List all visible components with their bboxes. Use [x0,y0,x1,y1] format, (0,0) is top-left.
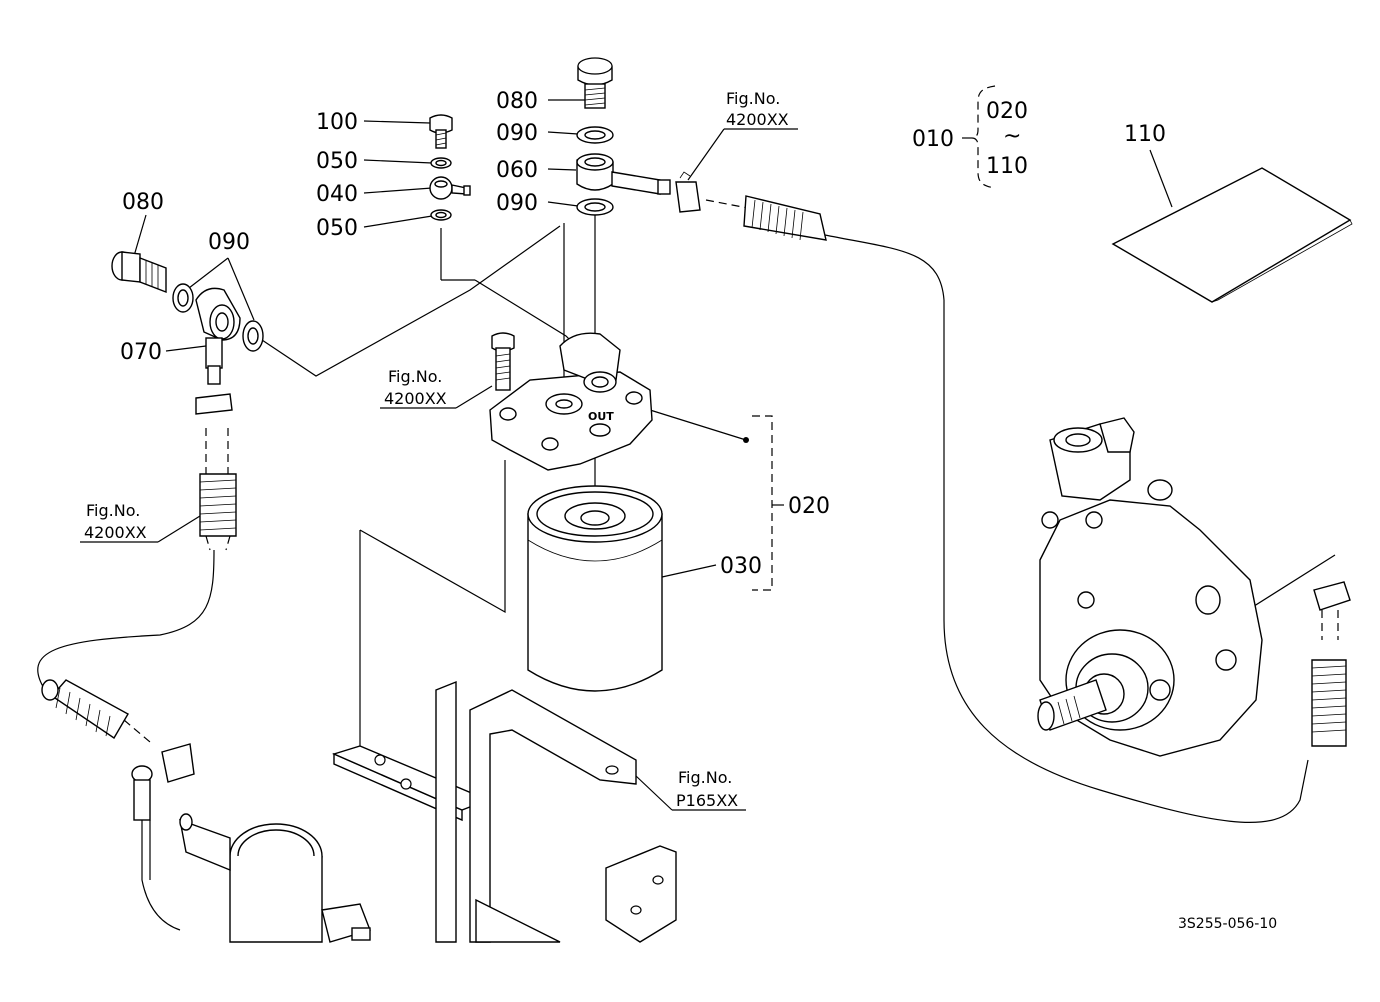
figure-reference-4: Fig.No. P165XX [635,768,746,811]
part-090-washer-left-b [242,320,264,352]
high-pressure-pump [1037,417,1263,757]
part-060-banjo-fitting [576,153,671,195]
part-110-document-sheet [1111,167,1353,303]
label-080-right: 080 [496,89,538,114]
assembly-bracket-020 [743,415,784,591]
part-080-banjo-bolt-right [577,57,613,109]
label-030: 030 [720,554,762,579]
fuel-hose-right [705,195,827,241]
part-030-filter-cartridge [527,485,663,692]
label-110-top: 110 [986,154,1028,179]
figure-reference-3: Fig.No. 4200XX [80,501,201,543]
label-070: 070 [120,340,162,365]
figure-reference-1: Fig.No. 4200XX [687,89,798,181]
label-090-left: 090 [208,230,250,255]
label-020: 020 [788,494,830,519]
part-050-washer-bottom [430,209,452,221]
fuel-hose-right-lower [1311,610,1347,747]
part-090-washer-right-top [576,126,614,144]
part-070-elbow-fitting [195,287,241,385]
drawing-code: 3S255-056-10 [1178,916,1277,932]
part-050-washer-top [430,157,452,169]
label-010: 010 [912,127,954,152]
figref-title: Fig.No. [678,768,732,787]
label-060: 060 [496,158,538,183]
sensor-connector [131,765,181,931]
part-labels: 100 050 040 050 080 090 060 090 080 090 … [120,89,1166,579]
frame-member [435,680,677,943]
hose-clip-right-top [675,171,701,213]
filter-head-bolt [491,332,515,391]
figure-reference-2: Fig.No. 4200XX [380,367,493,409]
label-050-bottom: 050 [316,216,358,241]
part-080-banjo-bolt-left [111,251,167,294]
fuel-hose-lower-left [41,679,151,743]
figref-title: Fig.No. [86,501,140,520]
leader-lines [37,99,1336,823]
figref-code: P165XX [676,791,738,810]
part-090-washer-left-a [172,283,194,313]
label-tilde: ~ [1003,124,1021,149]
label-110: 110 [1124,122,1166,147]
label-080-left: 080 [122,190,164,215]
figref-title: Fig.No. [388,367,442,386]
hose-clip-left-top [195,393,233,415]
part-040-banjo [429,176,471,200]
label-090-right-bottom: 090 [496,191,538,216]
assembly-brace-010 [971,85,996,189]
mounting-bracket [331,745,490,822]
hose-clip-right-lower [1313,581,1351,611]
figref-code: 4200XX [726,110,789,129]
label-040: 040 [316,182,358,207]
figref-title: Fig.No. [726,89,780,108]
hose-clip-lower-left [161,743,195,783]
part-100-bleed-screw [429,114,453,149]
fuel-pump-lower-left [179,813,371,943]
figref-code: 4200XX [384,389,447,408]
label-050-top: 050 [316,149,358,174]
part-090-washer-right-bottom [576,198,614,216]
filter-head: OUT [489,332,653,471]
label-100: 100 [316,110,358,135]
out-marking: OUT [588,410,614,423]
figref-code: 4200XX [84,523,147,542]
fuel-hose-left [199,428,237,551]
label-020-top: 020 [986,99,1028,124]
label-090-right-top: 090 [496,121,538,146]
